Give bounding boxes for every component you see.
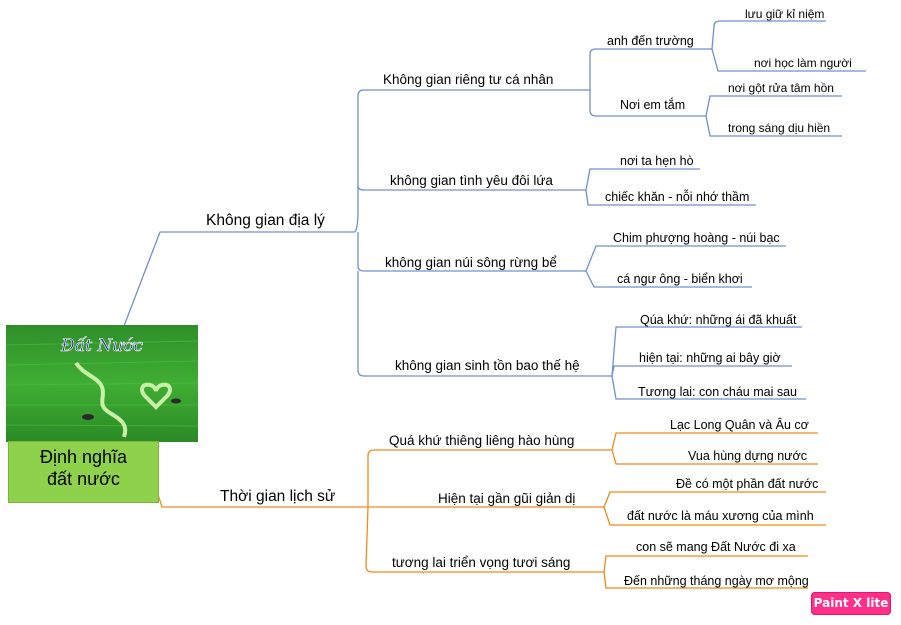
leaf-fisherman[interactable]: cá ngư ông - biển khơi [617, 272, 743, 286]
node-future-time[interactable]: tương lai triển vọng tươi sáng [392, 555, 571, 570]
node-love-space[interactable]: không gian tình yêu đôi lứa [390, 173, 553, 188]
leaf-dream-days[interactable]: Đến những tháng ngày mơ mộng [624, 574, 809, 588]
photo-caption-text: Đất Nước [60, 336, 144, 357]
node-bath[interactable]: Nơi em tắm [620, 98, 686, 112]
paint-x-lite-badge: Paint X lite [811, 592, 891, 615]
central-topic[interactable]: Đất Nước Định nghĩa đất nước [6, 325, 198, 505]
leaf-present[interactable]: hiện tại: những ai bây giờ [639, 351, 781, 365]
connector-mountain [585, 245, 786, 288]
leaf-future[interactable]: Tương lai: con cháu mai sau [638, 385, 798, 399]
central-title-line2: đất nước [47, 469, 120, 489]
leaf-blood-bone[interactable]: đất nước là máu xương của mình [627, 509, 814, 523]
node-mountain-space[interactable]: không gian núi sông rừng bể [385, 255, 557, 270]
leaf-lac-long-quan[interactable]: Lạc Long Quân và Âu cơ [670, 418, 809, 432]
svg-text:Đất Nước: Đất Nước [60, 336, 143, 356]
leaf-memory[interactable]: lưu giữ kỉ niệm [745, 7, 825, 21]
leaf-past[interactable]: Qúa khứ: những ái đã khuất [640, 313, 797, 327]
node-school[interactable]: anh đến trường [607, 34, 694, 48]
central-title-line1: Định nghĩa [39, 447, 128, 467]
branch-space[interactable]: Không gian địa lý [206, 212, 325, 229]
leaf-hung-king[interactable]: Vua hùng dựng nước [688, 449, 807, 463]
leaf-carry-far[interactable]: con sẽ mang Đất Nước đi xa [636, 540, 796, 554]
connector-life [611, 326, 806, 400]
leaf-share-country[interactable]: Đề có một phần đất nước [676, 477, 819, 491]
connector-space-bar [354, 89, 590, 233]
node-private-space[interactable]: Không gian riêng tư cá nhân [383, 72, 554, 87]
connector-anh [711, 20, 866, 72]
connector-present [603, 491, 826, 526]
node-life-space[interactable]: không gian sinh tồn bao thế hệ [395, 358, 580, 373]
leaf-phoenix[interactable]: Chim phượng hoàng - núi bạc [613, 231, 780, 245]
connector-space-c3 [357, 232, 586, 272]
connector-private [589, 48, 712, 117]
node-past-time[interactable]: Quá khứ thiêng liêng hào hùng [389, 433, 575, 448]
node-present-time[interactable]: Hiện tại gần gũi giản dị [438, 491, 576, 506]
leaf-date[interactable]: nơi ta hẹn hò [620, 154, 694, 168]
rice-field-photo: Đất Nước [6, 325, 198, 442]
branch-time[interactable]: Thời gian lịch sử [220, 488, 336, 505]
connector-future [603, 555, 808, 589]
central-box [8, 441, 159, 503]
leaf-learn[interactable]: nơi học làm người [754, 56, 852, 70]
connector-noiem [705, 95, 842, 137]
connector-past [611, 432, 818, 465]
connector-space-c2 [357, 185, 586, 191]
connector-space [123, 231, 355, 327]
leaf-cleanse[interactable]: nơi gột rửa tâm hồn [728, 81, 834, 95]
leaf-pure[interactable]: trong sáng dịu hiền [728, 121, 831, 135]
leaf-scarf[interactable]: chiếc khăn - nỗi nhớ thầm [605, 190, 750, 204]
central-title: Định nghĩa đất nước [8, 446, 159, 490]
connector-love [585, 168, 756, 206]
connector-space-c4 [357, 271, 612, 377]
connector-time-bar [365, 449, 612, 573]
